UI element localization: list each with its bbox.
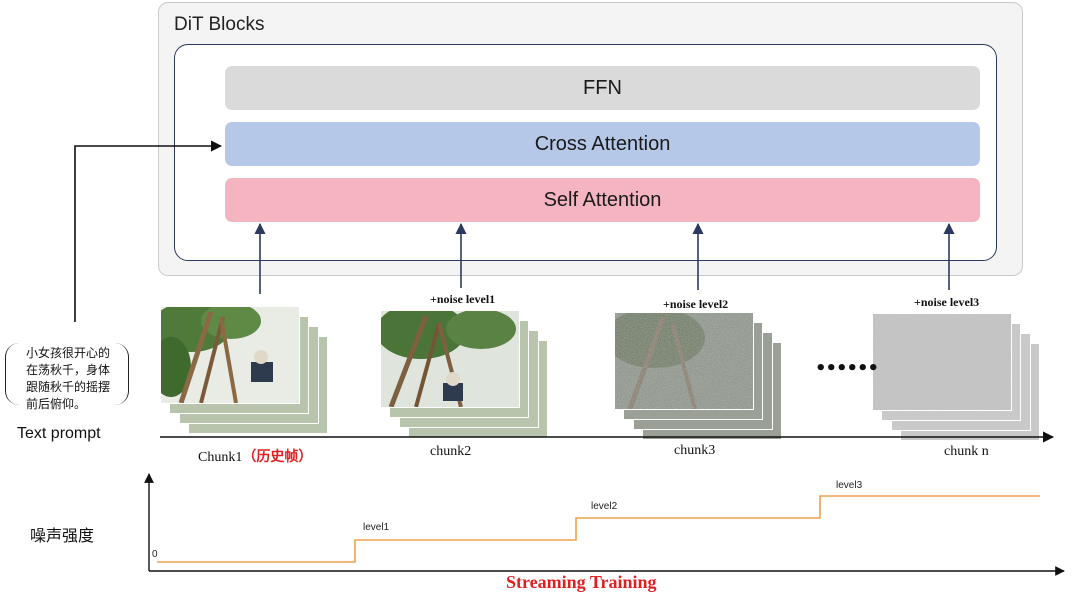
ellipsis: •••••• [815,358,879,379]
streaming-training-title: Streaming Training [506,572,657,592]
step-label-level2: level2 [591,501,618,512]
noise-step-line [157,495,1040,563]
chunk1-label: Chunk1（历史帧） [198,446,312,466]
step-label-level1: level1 [363,522,390,533]
noise-step-path [157,495,1040,563]
cross-attention-layer: Cross Attention [225,122,980,166]
step-label-level3: level3 [836,480,863,491]
video-frame [872,313,1012,411]
prompt-line: 在荡秋千，身体 [26,363,111,377]
prompt-arrow [74,140,223,322]
text-prompt-label: Text prompt [17,425,101,442]
video-frame [376,303,520,408]
noisy-swing-photo-icon [605,308,753,410]
noise-label-chunk3: +noise level2 [663,297,729,311]
chunkn-label: chunk n [944,444,989,459]
swing-photo-icon [151,302,299,404]
step-label-0: 0 [152,549,158,560]
text-prompt-box: 小女孩很开心的 在荡秋千，身体 跟随秋千的摇摆 前后俯仰。 [5,343,129,411]
dit-blocks-title: DiT Blocks [174,14,265,35]
ffn-layer: FFN [225,66,980,110]
chunk1-name: Chunk1 [198,450,243,465]
history-frame-tag: （历史帧） [242,450,313,465]
video-frame [605,308,754,410]
chunk3-label: chunk3 [674,443,716,458]
swing-photo-icon [376,303,519,408]
noise-label-chunk2: +noise level1 [430,292,496,306]
self-attention-layer: Self Attention [225,178,980,222]
prompt-line: 跟随秋千的摇摆 [26,380,111,394]
pure-noise-icon [873,314,1011,410]
prompt-line: 小女孩很开心的 [26,346,111,360]
noise-label-chunkn: +noise level3 [914,295,980,309]
chunk2-label: chunk2 [430,444,472,459]
video-frame [151,302,300,404]
noise-intensity-axis-label: 噪声强度 [30,526,95,545]
prompt-line: 前后俯仰。 [26,397,87,411]
